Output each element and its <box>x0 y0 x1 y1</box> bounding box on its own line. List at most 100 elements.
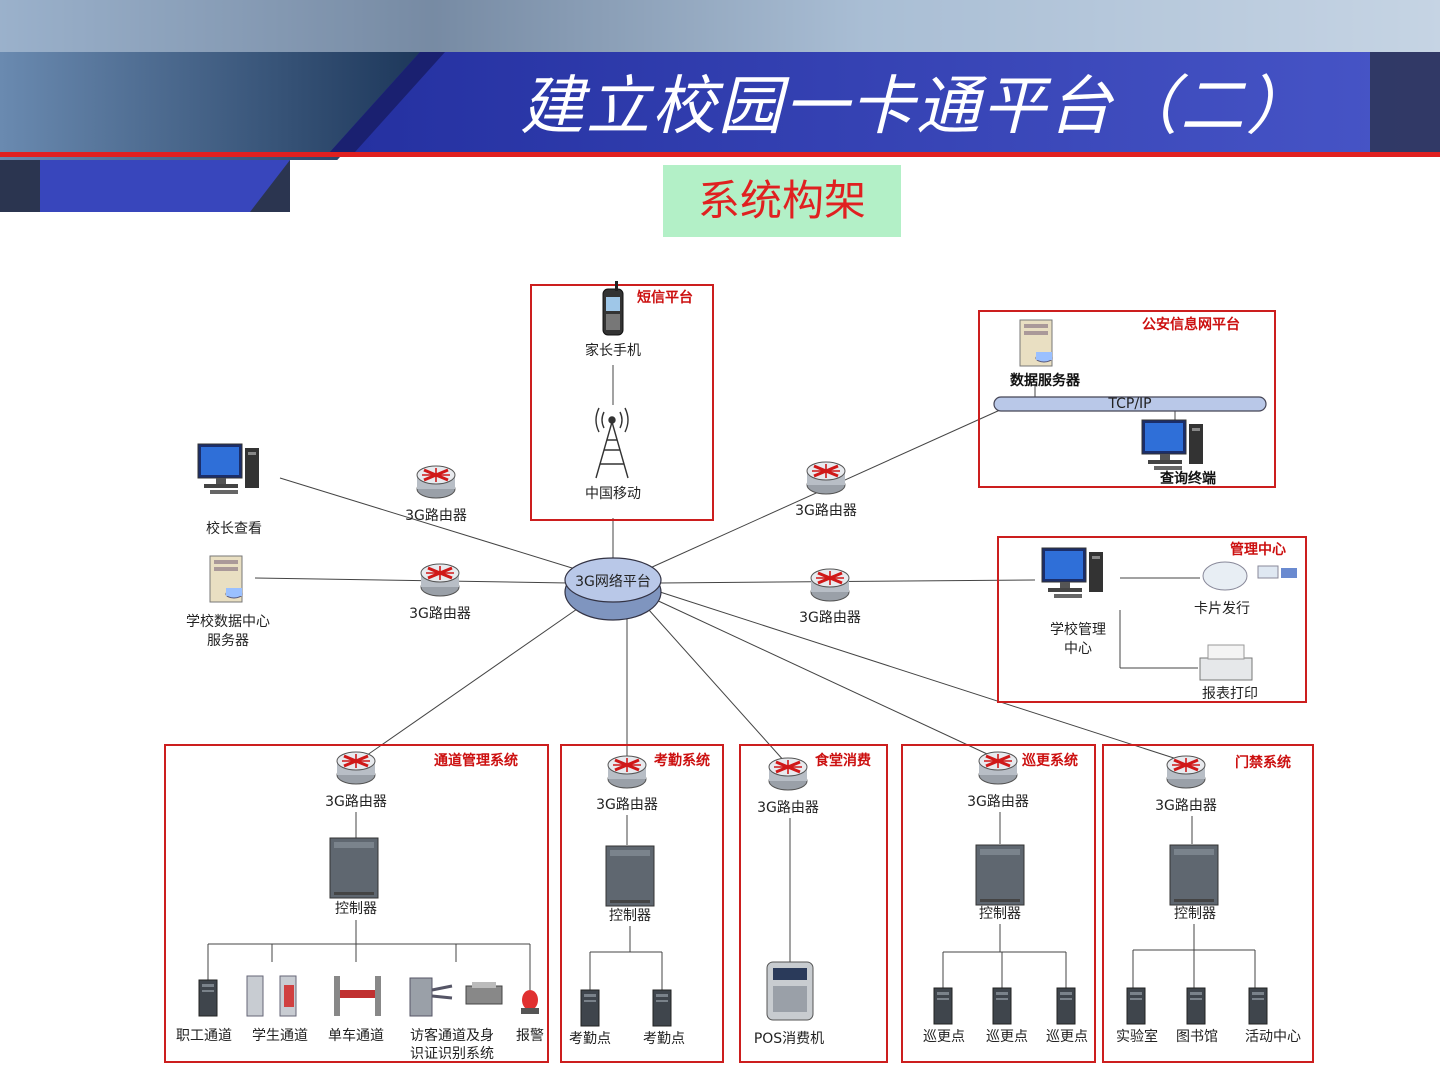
router-icon <box>415 464 457 500</box>
page-title: 建立校园一卡通平台（二） <box>520 70 1312 144</box>
visitor-channel-label-1: 访客通道及身 <box>410 1027 494 1044</box>
patrol-point-label: 巡更点 <box>986 1029 1028 1045</box>
parent-phone-label: 家长手机 <box>585 342 641 359</box>
query-terminal-label: 查询终端 <box>1160 470 1216 487</box>
router-label: 3G路由器 <box>795 503 857 519</box>
hub-label: 3G网络平台 <box>575 574 651 590</box>
router-icon <box>767 756 809 792</box>
lab-label: 实验室 <box>1116 1028 1158 1045</box>
router-icon <box>1165 754 1207 790</box>
query-monitor-icon <box>1141 419 1204 471</box>
controller-icon <box>605 845 655 907</box>
channel-branch-lines <box>207 920 531 990</box>
canteen-title: 食堂消费 <box>815 752 871 769</box>
data-server-label: 数据服务器 <box>1010 372 1081 389</box>
controller-label: 控制器 <box>1174 906 1216 922</box>
management-center-box <box>997 536 1307 703</box>
router-label: 3G路由器 <box>596 797 658 813</box>
cell-tower-icon <box>595 407 629 479</box>
card-reader-icon <box>1202 561 1297 591</box>
subtitle: 系统构架 <box>663 165 901 237</box>
student-channel-label: 学生通道 <box>252 1028 308 1044</box>
activity-center-label: 活动中心 <box>1245 1029 1301 1045</box>
router-icon <box>977 750 1019 786</box>
controller-icon <box>1169 844 1219 906</box>
router-label: 3G路由器 <box>325 794 387 810</box>
canteen-box <box>739 744 888 1063</box>
router-label: 3G路由器 <box>967 794 1029 810</box>
phone-icon <box>602 281 624 336</box>
bicycle-channel-label: 单车通道 <box>328 1027 384 1044</box>
student-gate-icon <box>246 975 297 1017</box>
school-mgmt-label-1: 学校管理 <box>1050 621 1106 638</box>
card-issue-label: 卡片发行 <box>1194 601 1250 617</box>
router-label: 3G路由器 <box>757 800 819 816</box>
router-label: 3G路由器 <box>1155 798 1217 814</box>
library-reader-icon <box>1186 987 1206 1025</box>
attendance-point-icon <box>580 989 600 1027</box>
printer-icon <box>1199 644 1253 681</box>
school-mgmt-monitor-icon <box>1041 547 1104 599</box>
controller-label: 控制器 <box>609 908 651 924</box>
turnstile-icon <box>409 977 503 1017</box>
pos-label: POS消费机 <box>754 1031 824 1047</box>
tcpip-bus: TCP/IP <box>993 396 1267 412</box>
patrol-system-box <box>901 744 1096 1063</box>
patrol-branch-lines <box>942 924 1067 990</box>
school-server-label-1: 学校数据中心 <box>186 613 270 630</box>
attendance-point-label: 考勤点 <box>569 1031 611 1047</box>
tcpip-label: TCP/IP <box>1107 396 1151 412</box>
patrol-point-icon <box>992 987 1012 1025</box>
visitor-channel-label-2: 识证识别系统 <box>410 1046 494 1062</box>
hub-3g-network: 3G网络平台 <box>564 557 662 621</box>
data-server-icon <box>1019 319 1053 367</box>
attendance-system-box <box>560 744 724 1063</box>
school-mgmt-label-2: 中心 <box>1064 641 1092 657</box>
school-server-icon <box>209 555 243 603</box>
management-center-title: 管理中心 <box>1230 541 1286 558</box>
channel-system-box <box>164 744 549 1063</box>
principal-monitor-icon <box>197 443 260 495</box>
attendance-point-icon <box>652 989 672 1027</box>
controller-icon <box>975 844 1025 906</box>
lab-reader-icon <box>1126 987 1146 1025</box>
access-system-title: 门禁系统 <box>1235 754 1291 771</box>
patrol-point-label: 巡更点 <box>923 1029 965 1045</box>
sms-platform-box <box>530 284 714 521</box>
router-label: 3G路由器 <box>409 606 471 622</box>
patrol-point-icon <box>1056 987 1076 1025</box>
controller-label: 控制器 <box>979 906 1021 922</box>
bicycle-gate-icon <box>334 976 381 1016</box>
router-icon <box>805 460 847 496</box>
police-platform-box <box>978 310 1276 488</box>
controller-label: 控制器 <box>335 901 377 917</box>
attendance-branch-lines <box>589 926 663 990</box>
router-icon <box>606 754 648 790</box>
system-boxes <box>164 284 1314 1063</box>
router-label: 3G路由器 <box>405 508 467 524</box>
alarm-label: 报警 <box>516 1028 544 1044</box>
router-icon <box>335 750 377 786</box>
activity-reader-icon <box>1248 987 1268 1025</box>
router-label: 3G路由器 <box>799 610 861 626</box>
router-icon <box>419 562 461 598</box>
attendance-point-label: 考勤点 <box>643 1031 685 1047</box>
sms-platform-title: 短信平台 <box>637 289 693 306</box>
report-print-label: 报表打印 <box>1202 685 1258 702</box>
access-branch-lines <box>1132 924 1256 990</box>
patrol-point-label: 巡更点 <box>1046 1029 1088 1045</box>
patrol-system-title: 巡更系统 <box>1022 752 1078 769</box>
router-icon <box>809 567 851 603</box>
access-system-box <box>1102 744 1314 1063</box>
school-server-label-2: 服务器 <box>207 633 249 649</box>
staff-gate-icon <box>198 979 218 1017</box>
principal-label: 校长查看 <box>206 520 262 537</box>
alarm-icon <box>521 990 539 1014</box>
channel-system-title: 通道管理系统 <box>434 752 518 769</box>
carrier-label: 中国移动 <box>585 486 641 502</box>
header-banner <box>0 0 1440 212</box>
police-platform-title: 公安信息网平台 <box>1142 316 1240 333</box>
attendance-system-title: 考勤系统 <box>654 752 710 769</box>
